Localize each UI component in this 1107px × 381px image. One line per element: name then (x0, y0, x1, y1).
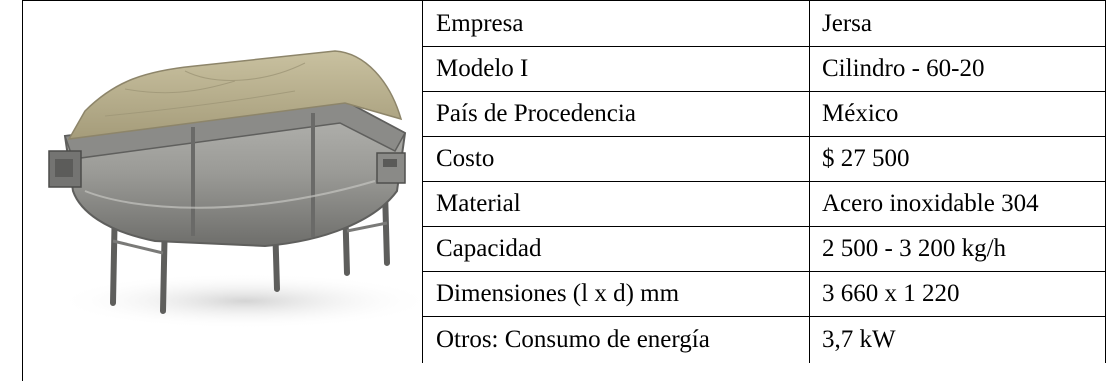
table-row: Dimensiones (l x d) mm 3 660 x 1 220 (422, 271, 1106, 317)
spec-value: México (809, 91, 1106, 137)
table-row: Capacidad 2 500 - 3 200 kg/h (422, 226, 1106, 272)
spec-label: Dimensiones (l x d) mm (422, 271, 810, 317)
spec-value: Jersa (809, 0, 1106, 47)
spec-value: $ 27 500 (809, 136, 1106, 182)
spec-label: Modelo I (422, 46, 810, 92)
image-cell (22, 0, 425, 381)
spec-label: País de Procedencia (422, 91, 810, 137)
spec-value: Acero inoxidable 304 (809, 181, 1106, 227)
spec-label: Empresa (422, 0, 810, 47)
spec-label: Material (422, 181, 810, 227)
table-row: Empresa Jersa (422, 0, 1106, 47)
spec-value: 3 660 x 1 220 (809, 271, 1106, 317)
table-row: Costo $ 27 500 (422, 136, 1106, 182)
spec-value: 2 500 - 3 200 kg/h (809, 226, 1106, 272)
table-row: Otros: Consumo de energía 3,7 kW (422, 316, 1106, 363)
spec-value: 3,7 kW (809, 316, 1106, 363)
spec-value: Cilindro - 60-20 (809, 46, 1106, 92)
table-row: Modelo I Cilindro - 60-20 (422, 46, 1106, 92)
table-row: Material Acero inoxidable 304 (422, 181, 1106, 227)
spec-label: Costo (422, 136, 810, 182)
table-row: País de Procedencia México (422, 91, 1106, 137)
drum-machine-image (48, 50, 425, 329)
spec-label: Capacidad (422, 226, 810, 272)
spec-label: Otros: Consumo de energía (422, 316, 810, 363)
spec-table: Empresa Jersa Modelo I Cilindro - 60-20 … (422, 0, 1106, 363)
